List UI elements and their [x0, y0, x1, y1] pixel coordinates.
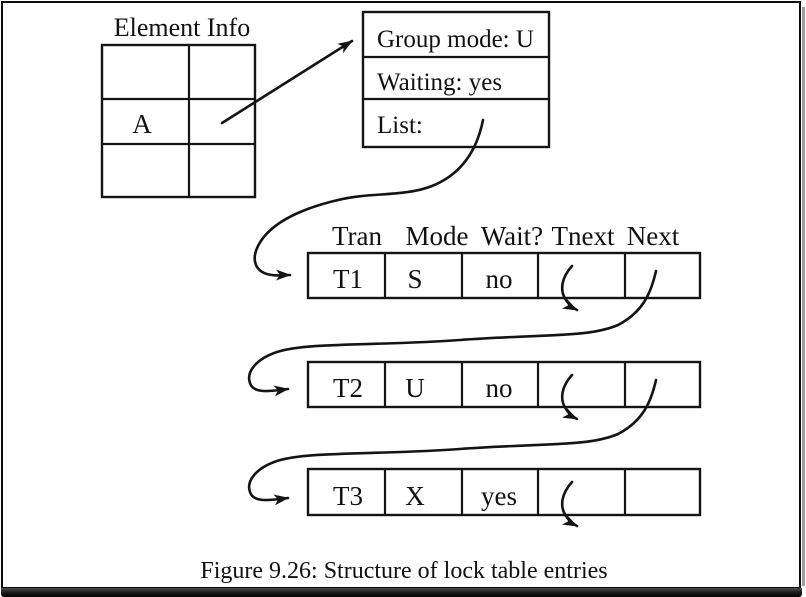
entry-row-border — [306, 251, 702, 300]
lock-table-diagram: Element Info A Group mode: U Waiting: ye… — [100, 10, 702, 584]
column-header-wait: Wait? — [481, 221, 543, 251]
wait-cell-value: no — [486, 264, 513, 294]
element-info-grid: A — [100, 43, 257, 199]
wait-cell-value: no — [486, 373, 513, 403]
frame-right-shadow — [802, 7, 805, 586]
group-mode-label: Group mode: U — [377, 26, 534, 53]
list-label: List: — [377, 112, 423, 139]
tnext-pointer-arrow-icon — [560, 480, 579, 528]
column-header-tnext: Tnext — [552, 221, 615, 251]
figure-caption: Figure 9.26: Structure of lock table ent… — [200, 558, 607, 584]
element-to-lockinfo-arrow-icon — [220, 39, 354, 125]
tnext-pointer-arrow-icon — [560, 264, 579, 312]
lock-info-box: Group mode: U Waiting: yes List: — [361, 10, 551, 149]
next-pointer-arrow-t1-t2-icon — [247, 269, 658, 397]
element-info-title: Element Info — [114, 13, 250, 42]
tran-cell-value: T3 — [333, 481, 363, 511]
entry-row-border — [306, 360, 702, 409]
tnext-pointer-arrow-icon — [560, 373, 579, 421]
element-info-grid-border — [100, 43, 257, 199]
mode-cell-value: U — [405, 373, 425, 403]
mode-cell-value: X — [405, 481, 425, 511]
lock-entry-row-t3: T3 X yes — [306, 467, 702, 528]
figure-frame: Element Info A Group mode: U Waiting: ye… — [1, 1, 801, 589]
lock-entry-row-t2: T2 U no — [306, 360, 702, 421]
frame-bottom-shadow-bar — [1, 588, 802, 597]
waiting-label: Waiting: yes — [377, 69, 502, 96]
tran-cell-value: T1 — [333, 264, 363, 294]
lock-entry-row-t1: T1 S no — [306, 251, 702, 312]
entry-row-border — [306, 467, 702, 517]
next-pointer-arrow-t2-t3-icon — [247, 378, 658, 506]
entry-table-header: Tran Mode Wait? Tnext Next — [332, 221, 680, 251]
tran-cell-value: T2 — [333, 373, 363, 403]
list-to-t1-pointer-arrow-icon — [253, 118, 485, 281]
mode-cell-value: S — [407, 264, 422, 294]
column-header-tran: Tran — [332, 221, 383, 251]
column-header-mode: Mode — [406, 221, 469, 251]
wait-cell-value: yes — [481, 481, 517, 511]
element-a-label: A — [132, 109, 152, 139]
column-header-next: Next — [627, 221, 680, 251]
lock-info-box-border — [361, 10, 551, 149]
